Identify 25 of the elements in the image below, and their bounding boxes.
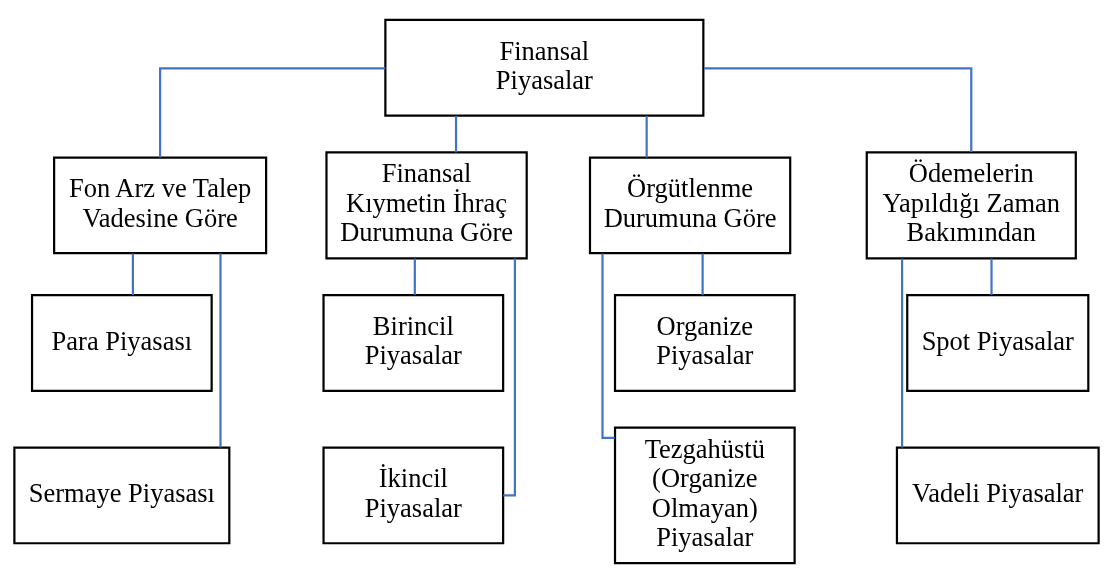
connector [503, 258, 516, 496]
connector [703, 66, 973, 152]
node-box: Ödemelerin Yapıldığı Zaman Bakımından [865, 150, 1077, 259]
node-box: Finansal Piyasalar [384, 18, 705, 117]
node-box: Vadeli Piyasalar [895, 445, 1100, 544]
node-box: Finansal Kıymetin İhraç Durumuna Göre [325, 150, 528, 259]
connector [413, 258, 416, 295]
node-box: Para Piyasası [30, 293, 213, 392]
connector [701, 253, 704, 295]
node-box: Örgütlenme Durumuna Göre [588, 155, 792, 254]
connector [645, 115, 648, 157]
connector [901, 258, 904, 447]
node-box: Fon Arz ve Talep Vadesine Göre [53, 155, 268, 254]
connector [990, 258, 993, 295]
connector [219, 252, 222, 447]
connector [601, 253, 615, 439]
node-box: Tezgahüstü (Organize Olmayan) Piyasalar [613, 426, 796, 564]
node-box: Spot Piyasalar [906, 293, 1090, 392]
connector [159, 66, 386, 157]
connector [454, 115, 458, 152]
node-box: Organize Piyasalar [613, 293, 796, 392]
node-box: Birincil Piyasalar [322, 293, 505, 392]
connector [131, 253, 134, 295]
node-box: Sermaye Piyasası [13, 445, 231, 544]
node-box: İkincil Piyasalar [322, 445, 505, 544]
